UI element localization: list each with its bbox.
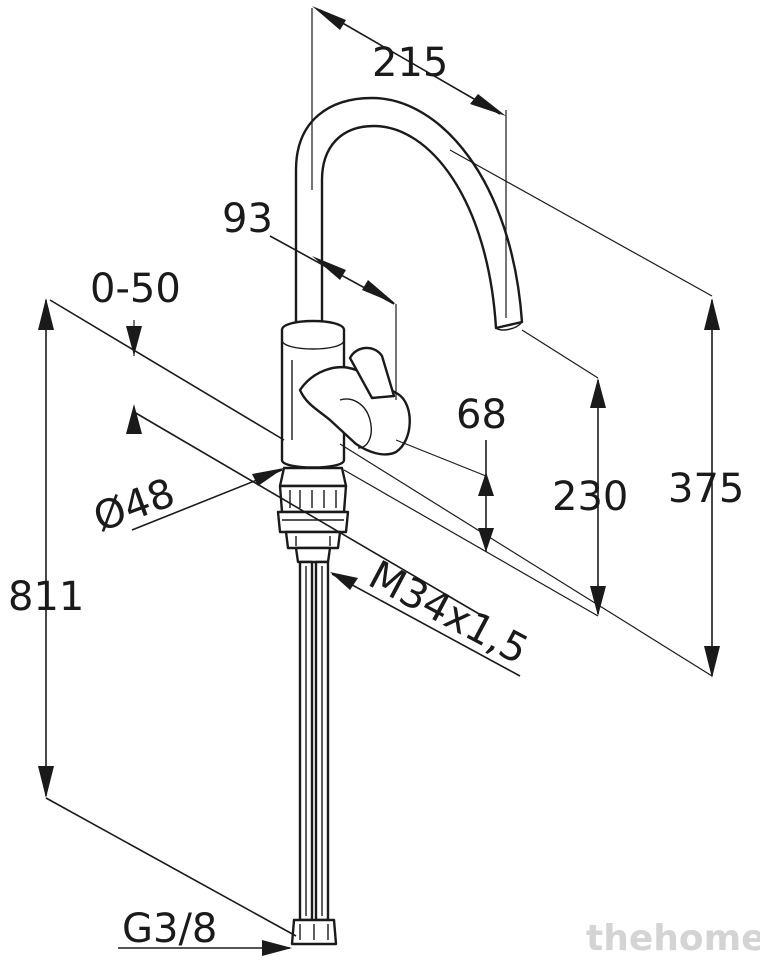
dim-diameter-48: Ø48 <box>88 470 181 541</box>
dim-230: 230 <box>552 474 628 520</box>
watermark-logo: thehome <box>586 918 760 959</box>
dim-68: 68 <box>456 392 507 438</box>
mounting-nut <box>278 466 348 488</box>
dim-thread-m34: M34x1,5 <box>361 552 535 674</box>
dim-215: 215 <box>372 40 448 86</box>
dim-0-50: 0-50 <box>90 266 181 312</box>
dim-g3-8: G3/8 <box>122 906 217 952</box>
spout <box>294 96 524 330</box>
dimension-lines <box>38 6 720 956</box>
dim-375: 375 <box>668 466 744 512</box>
dim-93: 93 <box>222 196 273 242</box>
faucet-outline <box>276 96 524 946</box>
dim-811: 811 <box>8 574 84 620</box>
